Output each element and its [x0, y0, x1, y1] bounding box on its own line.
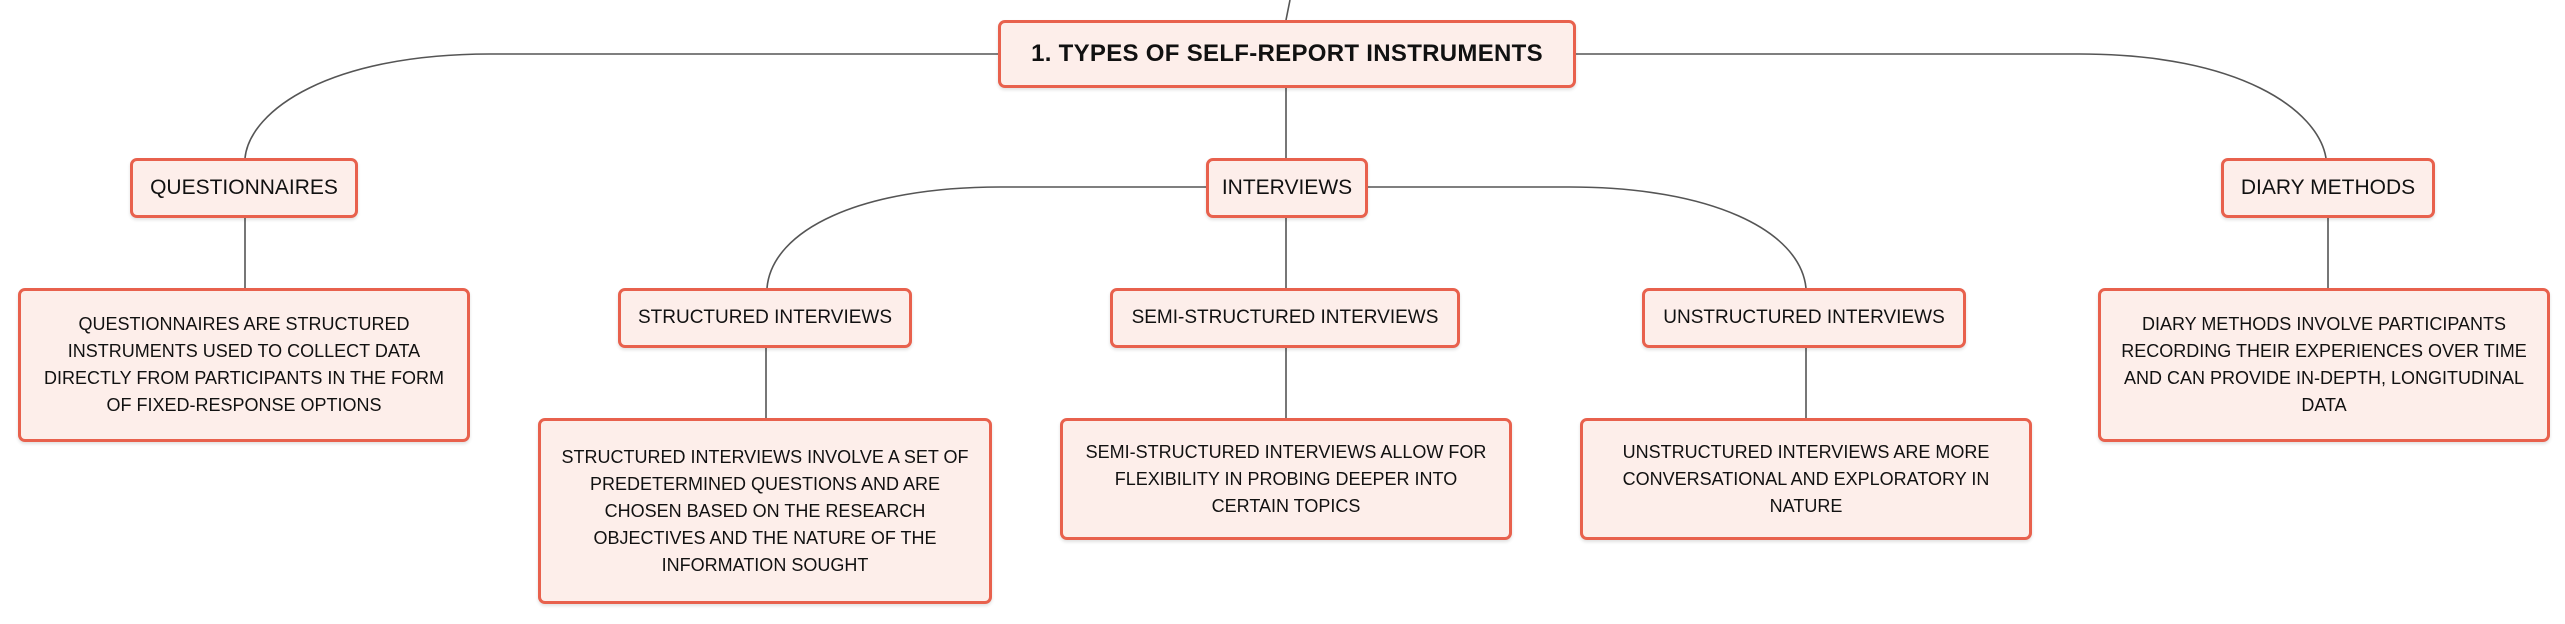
structured-interviews-node[interactable]: STRUCTURED INTERVIEWS [618, 288, 912, 348]
structured-interviews-node-label: STRUCTURED INTERVIEWS [637, 307, 893, 328]
structured-interviews-description-node[interactable]: STRUCTURED INTERVIEWS INVOLVE A SET OF P… [538, 418, 992, 604]
semi-structured-interviews-description-node[interactable]: SEMI-STRUCTURED INTERVIEWS ALLOW FOR FLE… [1060, 418, 1512, 540]
diary-methods-node[interactable]: DIARY METHODS [2221, 158, 2435, 218]
semi-structured-interviews-node-label: SEMI-STRUCTURED INTERVIEWS [1131, 307, 1439, 328]
unstructured-interviews-node[interactable]: UNSTRUCTURED INTERVIEWS [1642, 288, 1966, 348]
questionnaires-node[interactable]: QUESTIONNAIRES [130, 158, 358, 218]
questionnaires-node-label: QUESTIONNAIRES [150, 176, 338, 199]
connector-root-top [1285, 0, 1291, 21]
semi-structured-interviews-description-text: SEMI-STRUCTURED INTERVIEWS ALLOW FOR FLE… [1085, 441, 1487, 516]
root-node-label: 1. TYPES OF SELF-REPORT INSTRUMENTS [1031, 40, 1543, 67]
semi-structured-interviews-node[interactable]: SEMI-STRUCTURED INTERVIEWS [1110, 288, 1460, 348]
diary-methods-node-label: DIARY METHODS [2240, 176, 2416, 199]
questionnaires-description-text: QUESTIONNAIRES ARE STRUCTURED INSTRUMENT… [43, 314, 445, 415]
connector-root-to-diary-methods [1576, 53, 2327, 159]
interviews-node[interactable]: INTERVIEWS [1206, 158, 1368, 218]
connector-root-to-questionnaires [244, 53, 998, 159]
interviews-node-label: INTERVIEWS [1221, 176, 1353, 199]
structured-interviews-description-text: STRUCTURED INTERVIEWS INVOLVE A SET OF P… [561, 446, 969, 575]
diary-methods-description-node[interactable]: DIARY METHODS INVOLVE PARTICIPANTS RECOR… [2098, 288, 2550, 442]
unstructured-interviews-description-text: UNSTRUCTURED INTERVIEWS ARE MORE CONVERS… [1622, 441, 1990, 516]
connector-interviews-to-structured [766, 186, 1206, 289]
root-node[interactable]: 1. TYPES OF SELF-REPORT INSTRUMENTS [998, 20, 1576, 88]
questionnaires-description-node[interactable]: QUESTIONNAIRES ARE STRUCTURED INSTRUMENT… [18, 288, 470, 442]
unstructured-interviews-description-node[interactable]: UNSTRUCTURED INTERVIEWS ARE MORE CONVERS… [1580, 418, 2032, 540]
connector-interviews-to-unstructured [1366, 186, 1807, 289]
diary-methods-description-text: DIARY METHODS INVOLVE PARTICIPANTS RECOR… [2121, 314, 2527, 415]
unstructured-interviews-node-label: UNSTRUCTURED INTERVIEWS [1663, 307, 1945, 328]
